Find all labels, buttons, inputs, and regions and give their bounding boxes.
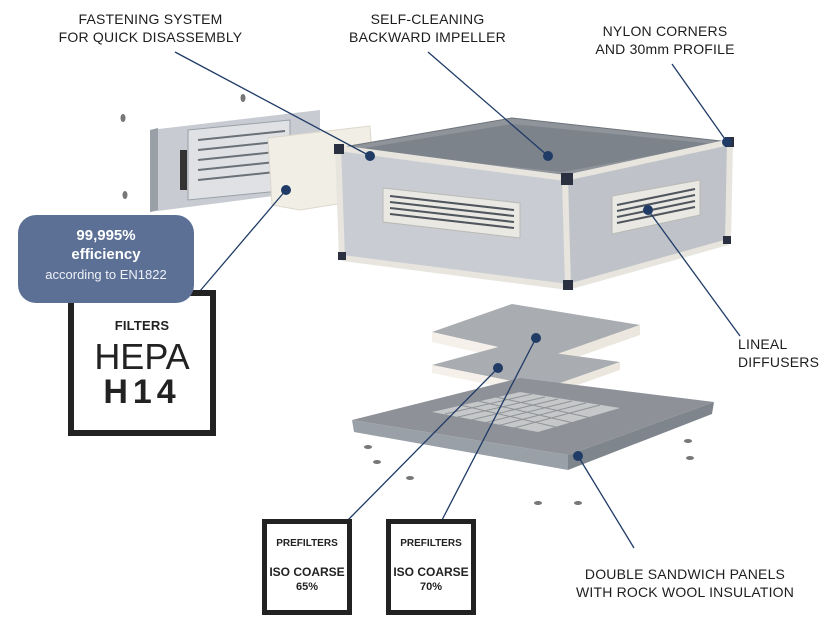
hepa-filter-badge: FILTERS HEPA H14 [68,290,216,436]
callout-line: SELF-CLEANING [370,11,485,27]
prefilter-class: ISO COARSE [393,565,469,579]
prefilter-percent: 65% [295,581,319,593]
callout-sandwich-panels: DOUBLE SANDWICH PANELS WITH ROCK WOOL IN… [560,565,810,601]
callout-line: NYLON CORNERS [602,23,728,39]
bottom-panel [352,378,714,470]
leader-lines [174,51,741,549]
prefilter-percent: 70% [419,581,443,593]
callout-line: AND 30mm PROFILE [595,41,735,57]
efficiency-note: according to EN1822 [45,267,167,282]
callout-line: DIFFUSERS [738,354,820,370]
leader-dots [281,137,732,461]
callout-nylon-corners: NYLON CORNERS AND 30mm PROFILE [585,22,745,58]
callout-fastening-system: FASTENING SYSTEM FOR QUICK DISASSEMBLY [48,10,253,46]
callout-line: LINEAL [738,336,788,352]
prefilter-badge-65: PREFILTERS ISO COARSE 65% [262,519,352,615]
fastening-assembly [150,110,376,212]
callout-line: FOR QUICK DISASSEMBLY [58,29,243,45]
callout-impeller: SELF-CLEANING BACKWARD IMPELLER [340,10,515,46]
prefilter-class: ISO COARSE [269,565,345,579]
air-handling-unit [334,117,734,291]
prefilter-heading: PREFILTERS [276,538,338,549]
prefilter-heading: PREFILTERS [400,538,462,549]
screws [120,94,694,505]
hepa-heading: FILTERS [114,318,170,333]
efficiency-badge: 99,995% efficiency according to EN1822 [18,215,194,303]
callout-line: DOUBLE SANDWICH PANELS [584,566,786,582]
callout-line: WITH ROCK WOOL INSULATION [575,584,795,600]
hepa-grade: H14 [103,373,181,411]
hepa-type: HEPA [94,336,190,377]
efficiency-value: 99,995% [76,227,136,244]
efficiency-label: efficiency [71,246,141,263]
callout-lineal-diffusers: LINEAL DIFFUSERS [738,335,819,371]
prefilter-badge-70: PREFILTERS ISO COARSE 70% [386,519,476,615]
callout-line: FASTENING SYSTEM [78,11,223,27]
callout-line: BACKWARD IMPELLER [349,29,506,45]
